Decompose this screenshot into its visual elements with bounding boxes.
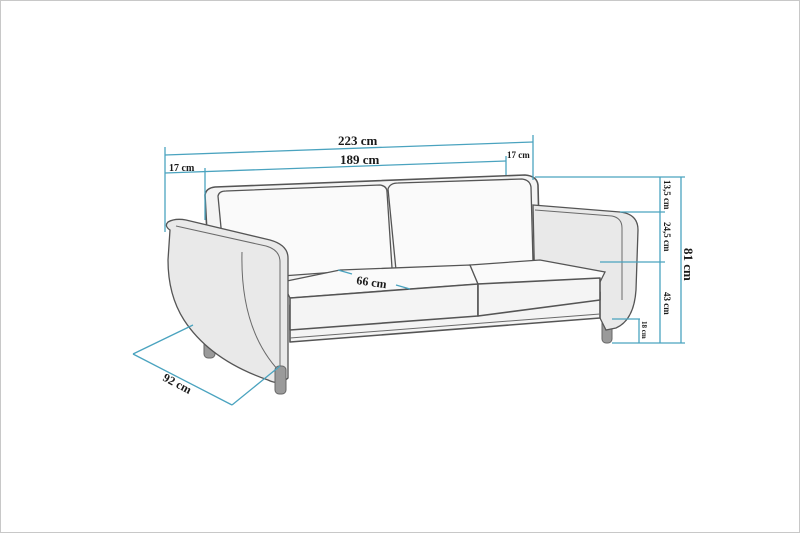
leg-front-left [274, 365, 287, 395]
label-backrest-above-arm: 13,5 cm [662, 180, 672, 210]
seat-cushion-right-top [469, 259, 606, 285]
label-inner-width: 189 cm [340, 152, 380, 167]
label-total-width: 223 cm [338, 133, 378, 148]
label-total-depth: 92 cm [161, 370, 194, 397]
sofa-illustration [165, 174, 639, 395]
label-total-height: 81 cm [681, 248, 696, 281]
seat-cushion-right-front [477, 277, 601, 317]
label-seat-height: 43 cm [662, 292, 672, 315]
dimension-lines [132, 135, 685, 406]
label-arm-above-seat: 24,5 cm [662, 222, 672, 252]
back-cushion-right [387, 178, 534, 271]
left-armrest [165, 218, 289, 384]
label-right-arm-width: 17 cm [507, 150, 530, 160]
label-leg-height: 18 cm [640, 321, 648, 339]
label-left-arm-width: 17 cm [169, 163, 195, 174]
label-seat-depth: 66 cm [356, 273, 388, 291]
